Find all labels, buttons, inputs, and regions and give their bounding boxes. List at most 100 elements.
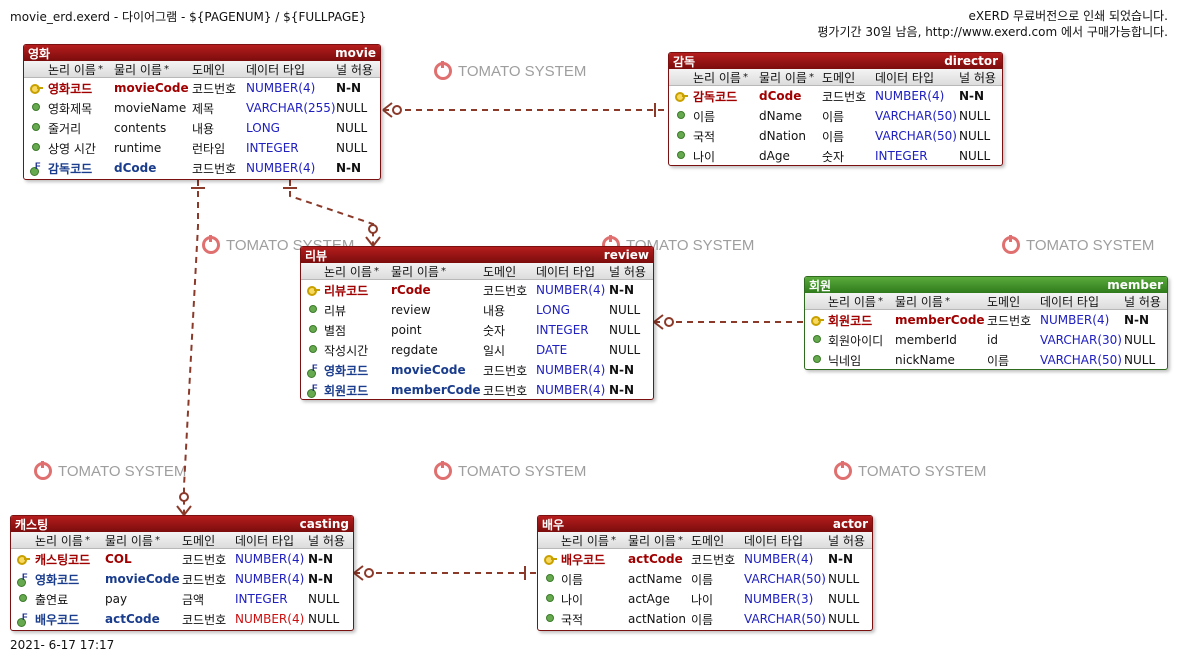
print-notice: eXERD 무료버전으로 인쇄 되었습니다. 평가기간 30일 남음, http… bbox=[817, 8, 1168, 40]
entity-physical-name: casting bbox=[299, 517, 349, 531]
attribute-domain: 금액 bbox=[182, 592, 205, 607]
attribute-domain: 이름 bbox=[691, 612, 714, 627]
attribute-logical-name: 상영 시간 bbox=[48, 141, 96, 156]
attribute-physical-name: rCode bbox=[391, 283, 431, 297]
foreign-key-icon bbox=[17, 572, 29, 587]
attribute-logical-name: 국적 bbox=[561, 612, 584, 627]
attribute-logical-name: 국적 bbox=[693, 129, 716, 144]
attribute-logical-name: 배우코드 bbox=[35, 612, 80, 627]
attribute-physical-name: COL bbox=[105, 552, 132, 566]
attribute-physical-name: actName bbox=[628, 572, 683, 586]
attribute-data-type: NUMBER(4) bbox=[235, 572, 305, 586]
foreign-key-icon bbox=[307, 383, 319, 398]
attribute-dot-icon bbox=[32, 103, 40, 111]
header-data-type: 데이터 타입 bbox=[246, 62, 306, 77]
attribute-data-type: INTEGER bbox=[246, 141, 299, 155]
attribute-logical-name: 영화코드 bbox=[35, 572, 80, 587]
required-marker: * bbox=[98, 63, 103, 75]
attribute-domain: 이름 bbox=[691, 572, 714, 587]
required-marker: * bbox=[945, 295, 950, 307]
attribute-physical-name: dCode bbox=[759, 89, 802, 103]
attribute-data-type: VARCHAR(50) bbox=[875, 109, 957, 123]
attribute-domain: 코드번호 bbox=[192, 81, 237, 96]
attribute-data-type: NUMBER(4) bbox=[235, 612, 305, 626]
required-marker: * bbox=[441, 265, 446, 277]
primary-key-icon bbox=[30, 83, 43, 94]
attribute-physical-name: runtime bbox=[114, 141, 162, 155]
attribute-data-type: VARCHAR(50) bbox=[744, 572, 826, 586]
attribute-data-type: VARCHAR(50) bbox=[1040, 353, 1122, 367]
attribute-logical-name: 리뷰코드 bbox=[324, 283, 369, 298]
entity-physical-name: review bbox=[603, 248, 649, 262]
many-mark bbox=[176, 505, 185, 516]
attribute-domain: 코드번호 bbox=[182, 552, 227, 567]
required-marker: * bbox=[678, 534, 683, 546]
attribute-nullable: NULL bbox=[1124, 333, 1156, 347]
many-mark bbox=[653, 321, 664, 330]
attribute-data-type: INTEGER bbox=[875, 149, 928, 163]
attribute-domain: 이름 bbox=[987, 353, 1010, 368]
attribute-dot-icon bbox=[546, 574, 554, 582]
attribute-nullable: NULL bbox=[828, 592, 860, 606]
attribute-data-type: NUMBER(4) bbox=[1040, 313, 1110, 327]
attribute-nullable: NULL bbox=[336, 101, 368, 115]
attribute-nullable: NULL bbox=[959, 109, 991, 123]
attribute-physical-name: regdate bbox=[391, 343, 438, 357]
entity-physical-name: director bbox=[944, 54, 998, 68]
header-logical-name: 논리 이름 bbox=[35, 533, 83, 548]
required-marker: * bbox=[878, 295, 883, 307]
attribute-physical-name: movieCode bbox=[114, 81, 189, 95]
attribute-data-type: VARCHAR(50) bbox=[744, 612, 826, 626]
attribute-data-type: LONG bbox=[246, 121, 280, 135]
attribute-data-type: NUMBER(4) bbox=[246, 161, 316, 175]
entity-title[interactable]: 캐스팅 casting bbox=[11, 516, 353, 532]
header-domain: 도메인 bbox=[691, 533, 725, 548]
header-data-type: 데이터 타입 bbox=[235, 533, 295, 548]
entity-logical-name: 캐스팅 bbox=[15, 517, 49, 532]
attribute-data-type: VARCHAR(30) bbox=[1040, 333, 1122, 347]
many-mark bbox=[653, 314, 664, 323]
attribute-data-type: DATE bbox=[536, 343, 568, 357]
diagram-title: movie_erd.exerd - 다이어그램 - ${PAGENUM} / $… bbox=[10, 10, 367, 24]
attribute-logical-name: 감독코드 bbox=[48, 161, 93, 176]
attribute-data-type: NUMBER(3) bbox=[744, 592, 814, 606]
